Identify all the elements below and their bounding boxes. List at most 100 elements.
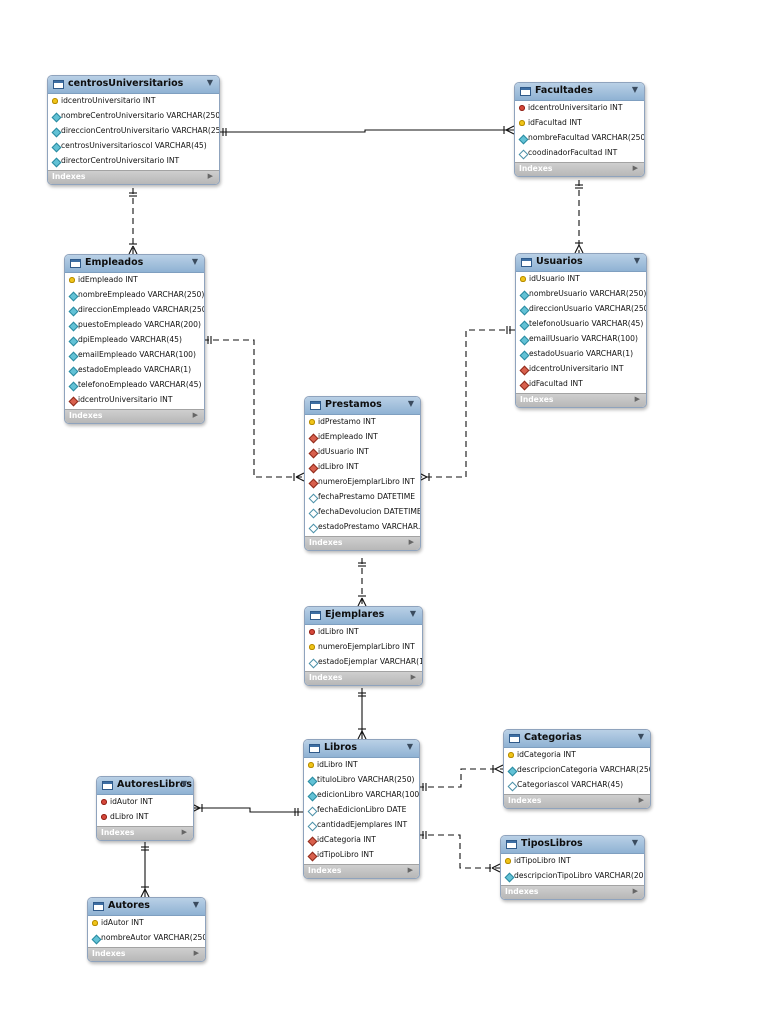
column-row[interactable]: nombreEmpleado VARCHAR(250) xyxy=(65,288,204,303)
expand-arrow-icon[interactable]: ▶ xyxy=(193,949,199,957)
column-row[interactable]: numeroEjemplarLibro INT xyxy=(305,640,422,655)
collapse-arrow-icon[interactable]: ▼ xyxy=(406,742,413,751)
expand-arrow-icon[interactable]: ▶ xyxy=(638,796,644,804)
expand-arrow-icon[interactable]: ▶ xyxy=(407,866,413,874)
collapse-arrow-icon[interactable]: ▼ xyxy=(180,779,187,788)
column-row[interactable]: idCategoria INT xyxy=(504,748,650,763)
column-row[interactable]: Categoriascol VARCHAR(45) xyxy=(504,778,650,793)
column-row[interactable]: idEmpleado INT xyxy=(305,430,420,445)
collapse-arrow-icon[interactable]: ▼ xyxy=(191,257,198,266)
collapse-arrow-icon[interactable]: ▼ xyxy=(631,85,638,94)
column-row[interactable]: centrosUniversitarioscol VARCHAR(45) xyxy=(48,139,219,154)
table-header[interactable]: Empleados▼ xyxy=(65,255,204,273)
column-row[interactable]: idAutor INT xyxy=(97,795,193,810)
column-row[interactable]: descripcionTipoLibro VARCHAR(200) xyxy=(501,869,644,884)
indexes-section[interactable]: Indexes▶ xyxy=(88,947,205,961)
relationship-prestamos-ejemplares[interactable] xyxy=(357,558,367,607)
column-row[interactable]: puestoEmpleado VARCHAR(200) xyxy=(65,318,204,333)
table-header[interactable]: Autores▼ xyxy=(88,898,205,916)
column-row[interactable]: idcentroUniversitario INT xyxy=(65,393,204,408)
column-row[interactable]: nombreCentroUniversitario VARCHAR(250) xyxy=(48,109,219,124)
column-row[interactable]: direccionEmpleado VARCHAR(250) xyxy=(65,303,204,318)
column-row[interactable]: numeroEjemplarLibro INT xyxy=(305,475,420,490)
relationship-centros-empleados[interactable] xyxy=(128,188,138,255)
indexes-section[interactable]: Indexes▶ xyxy=(305,536,420,550)
expand-arrow-icon[interactable]: ▶ xyxy=(181,828,187,836)
expand-arrow-icon[interactable]: ▶ xyxy=(632,164,638,172)
collapse-arrow-icon[interactable]: ▼ xyxy=(631,838,638,847)
column-row[interactable]: direccionUsuario VARCHAR(250) xyxy=(516,302,646,317)
column-row[interactable]: nombreFacultad VARCHAR(250) xyxy=(515,131,644,146)
column-row[interactable]: idUsuario INT xyxy=(305,445,420,460)
expand-arrow-icon[interactable]: ▶ xyxy=(207,172,213,180)
column-row[interactable]: edicionLibro VARCHAR(100) xyxy=(304,788,419,803)
column-row[interactable]: direccionCentroUniversitario VARCHAR(250… xyxy=(48,124,219,139)
column-row[interactable]: idLibro INT xyxy=(304,758,419,773)
collapse-arrow-icon[interactable]: ▼ xyxy=(206,78,213,87)
table-header[interactable]: AutoresLibros▼ xyxy=(97,777,193,795)
column-row[interactable]: estadoPrestamo VARCHAR... xyxy=(305,520,420,535)
indexes-section[interactable]: Indexes▶ xyxy=(515,162,644,176)
column-row[interactable]: idcentroUniversitario INT xyxy=(516,362,646,377)
collapse-arrow-icon[interactable]: ▼ xyxy=(192,900,199,909)
relationship-libros-autoreslibros[interactable] xyxy=(191,803,303,816)
column-row[interactable]: idCategoria INT xyxy=(304,833,419,848)
indexes-section[interactable]: Indexes▶ xyxy=(65,409,204,423)
table-header[interactable]: TiposLibros▼ xyxy=(501,836,644,854)
table-header[interactable]: Facultades▼ xyxy=(515,83,644,101)
column-row[interactable]: idUsuario INT xyxy=(516,272,646,287)
column-row[interactable]: idTipoLibro INT xyxy=(304,848,419,863)
column-row[interactable]: idPrestamo INT xyxy=(305,415,420,430)
column-row[interactable]: estadoEmpleado VARCHAR(1) xyxy=(65,363,204,378)
column-row[interactable]: cantidadEjemplares INT xyxy=(304,818,419,833)
table-header[interactable]: centrosUniversitarios▼ xyxy=(48,76,219,94)
indexes-section[interactable]: Indexes▶ xyxy=(305,671,422,685)
indexes-section[interactable]: Indexes▶ xyxy=(304,864,419,878)
table-header[interactable]: Usuarios▼ xyxy=(516,254,646,272)
relationship-ejemplares-libros[interactable] xyxy=(357,688,367,740)
column-row[interactable]: directorCentroUniversitario INT xyxy=(48,154,219,169)
column-row[interactable]: idLibro INT xyxy=(305,625,422,640)
relationship-empleados-prestamos[interactable] xyxy=(203,336,305,482)
column-row[interactable]: idLibro INT xyxy=(305,460,420,475)
collapse-arrow-icon[interactable]: ▼ xyxy=(409,609,416,618)
column-row[interactable]: descripcionCategoria VARCHAR(250) xyxy=(504,763,650,778)
column-row[interactable]: idcentroUniversitario INT xyxy=(48,94,219,109)
relationship-libros-tiposlibros[interactable] xyxy=(418,831,501,873)
column-row[interactable]: idEmpleado INT xyxy=(65,273,204,288)
table-header[interactable]: Libros▼ xyxy=(304,740,419,758)
relationship-facultades-usuarios[interactable] xyxy=(574,180,584,254)
column-row[interactable]: nombreAutor VARCHAR(250) xyxy=(88,931,205,946)
column-row[interactable]: fechaEdicionLibro DATE xyxy=(304,803,419,818)
indexes-section[interactable]: Indexes▶ xyxy=(504,794,650,808)
indexes-section[interactable]: Indexes▶ xyxy=(48,170,219,184)
indexes-section[interactable]: Indexes▶ xyxy=(516,393,646,407)
column-row[interactable]: idcentroUniversitario INT xyxy=(515,101,644,116)
expand-arrow-icon[interactable]: ▶ xyxy=(408,538,414,546)
column-row[interactable]: idTipoLibro INT xyxy=(501,854,644,869)
expand-arrow-icon[interactable]: ▶ xyxy=(192,411,198,419)
relationship-autoreslibros-autores[interactable] xyxy=(140,842,150,898)
column-row[interactable]: emailEmpleado VARCHAR(100) xyxy=(65,348,204,363)
relationship-centros-facultades[interactable] xyxy=(218,125,515,136)
expand-arrow-icon[interactable]: ▶ xyxy=(634,395,640,403)
table-header[interactable]: Categorias▼ xyxy=(504,730,650,748)
column-row[interactable]: dLibro INT xyxy=(97,810,193,825)
column-row[interactable]: estadoEjemplar VARCHAR(1) xyxy=(305,655,422,670)
collapse-arrow-icon[interactable]: ▼ xyxy=(637,732,644,741)
column-row[interactable]: idAutor INT xyxy=(88,916,205,931)
column-row[interactable]: coodinadorFacultad INT xyxy=(515,146,644,161)
column-row[interactable]: fechaPrestamo DATETIME xyxy=(305,490,420,505)
relationship-libros-categorias[interactable] xyxy=(418,764,504,791)
collapse-arrow-icon[interactable]: ▼ xyxy=(407,399,414,408)
column-row[interactable]: telefonoEmpleado VARCHAR(45) xyxy=(65,378,204,393)
column-row[interactable]: telefonoUsuario VARCHAR(45) xyxy=(516,317,646,332)
